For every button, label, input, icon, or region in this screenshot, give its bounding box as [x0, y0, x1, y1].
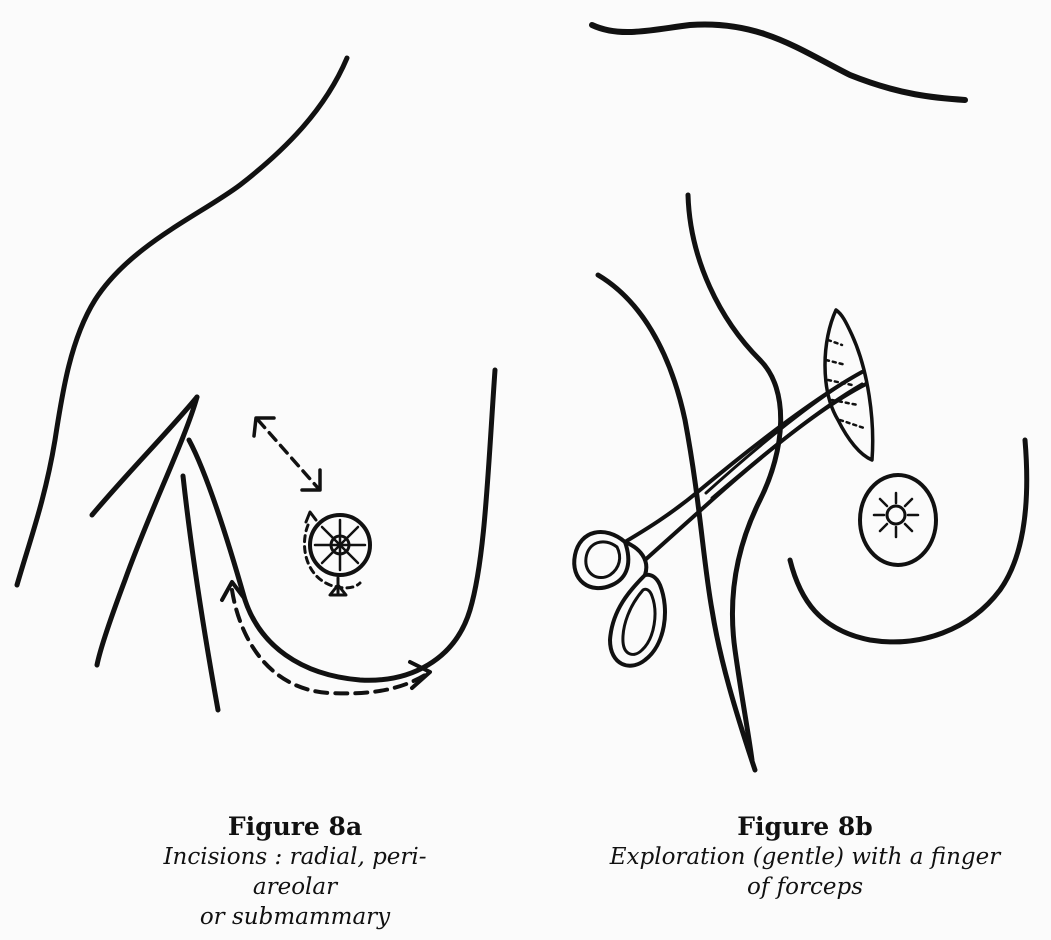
figure-8a-caption: Figure 8a Incisions : radial, peri-areol…: [150, 812, 440, 932]
areola-b: [860, 475, 936, 565]
arm-line-b: [598, 275, 755, 770]
shoulder-contour-a: [17, 58, 347, 585]
figure-8b-caption: Figure 8b Exploration (gentle) with a fi…: [605, 812, 1005, 902]
figure-8b-description-line-2: of forceps: [605, 872, 1005, 902]
shoulder-contour-b: [592, 24, 965, 100]
arm-line-inner: [183, 476, 218, 710]
forceps: [574, 372, 866, 666]
figure-8a-drawing: [17, 58, 495, 710]
arm-line-top: [92, 397, 197, 515]
figure-8b-description-line-1: Exploration (gentle) with a finger: [605, 842, 1005, 872]
breast-contour-b: [790, 440, 1027, 642]
radial-incision-arrow: [258, 420, 318, 488]
figure-8a-description-line-1: Incisions : radial, peri-areolar: [150, 842, 440, 902]
figure-8b-title: Figure 8b: [605, 812, 1005, 842]
arm-line-outer: [97, 397, 197, 665]
areola-a: [304, 512, 370, 595]
breast-contour-a: [189, 370, 495, 680]
figure-8b-drawing: [574, 24, 1027, 770]
figure-8a-description-line-2: or submammary: [150, 902, 440, 932]
figure-8a-title: Figure 8a: [150, 812, 440, 842]
